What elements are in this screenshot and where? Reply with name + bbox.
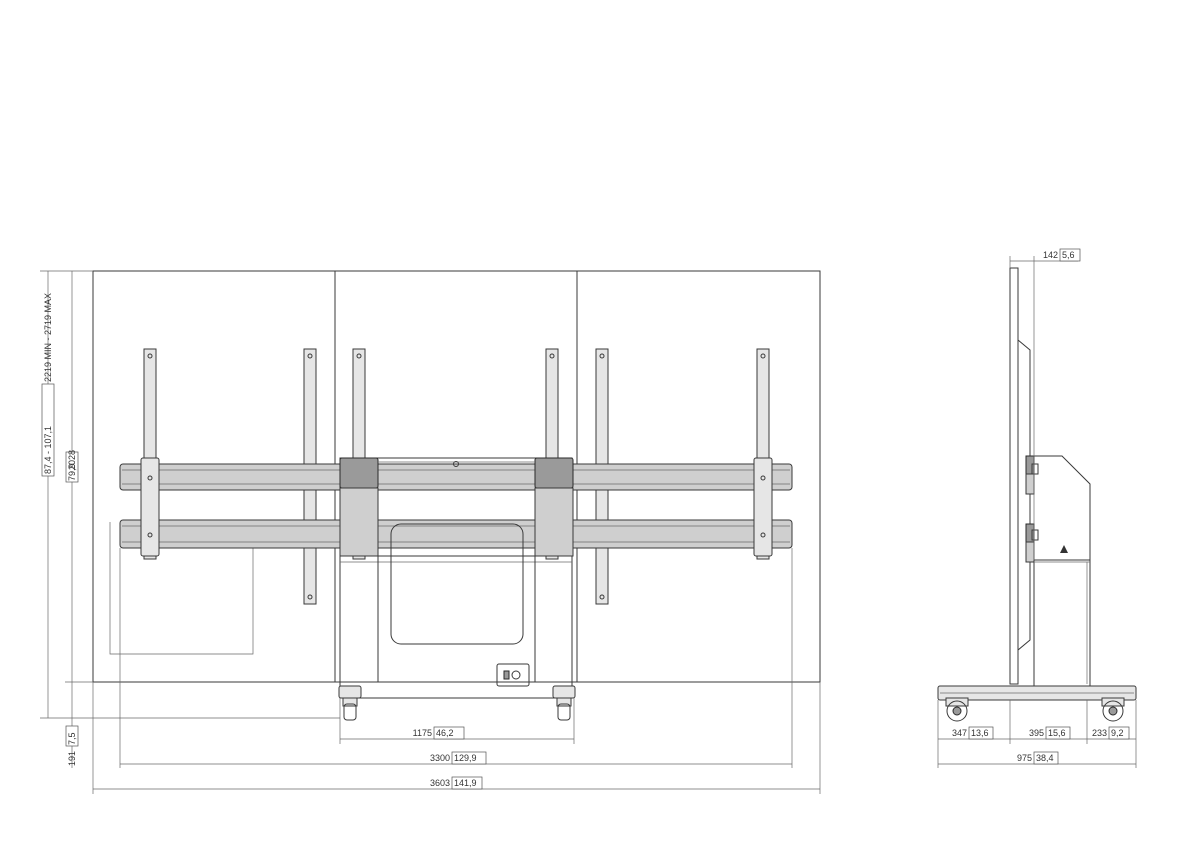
hidden-frame (109, 522, 254, 655)
power-socket-panel (496, 663, 530, 687)
back-cover (390, 523, 524, 645)
dim-base-depth-metric: 975 (1017, 753, 1032, 763)
side-view (937, 267, 1137, 722)
dim-height-range-metric: 2219 MIN - 2719 MAX (43, 293, 53, 382)
dim-base-mid-metric: 395 (1029, 728, 1044, 738)
dim-total-width-imperial: 141,9 (454, 778, 477, 788)
dim-side-offset-metric: 142 (1043, 250, 1058, 260)
dim-column-width-imperial: 46,2 (436, 728, 454, 738)
warning-triangle-icon (1060, 545, 1068, 553)
front-dimensions: 87,4 - 107,1 2219 MIN - 2719 MAX 79,9 20… (40, 270, 821, 794)
dim-base-mid-imperial: 15,6 (1048, 728, 1066, 738)
dim-column-width-metric: 1175 (413, 728, 432, 738)
dim-base-rear-metric: 233 (1092, 728, 1107, 738)
front-view (92, 270, 821, 721)
dim-base-depth-imperial: 38,4 (1036, 753, 1054, 763)
dim-base-rear-imperial: 9,2 (1111, 728, 1124, 738)
dim-side-offset-imperial: 5,6 (1062, 250, 1075, 260)
dim-base-front-metric: 347 (952, 728, 967, 738)
horizontal-rails (119, 457, 793, 557)
side-column (1033, 559, 1091, 687)
dim-clearance-metric: 191 (67, 751, 77, 766)
side-mount-plate (1017, 338, 1031, 652)
dim-total-width-metric: 3603 (430, 778, 450, 788)
power-socket-icon (511, 670, 521, 680)
side-casters (945, 697, 1125, 722)
dim-height-range-imperial: 87,4 - 107,1 (43, 426, 53, 474)
central-column (339, 457, 574, 699)
dim-rail-width-metric: 3300 (430, 753, 450, 763)
front-casters (338, 685, 576, 721)
side-screen (1009, 267, 1019, 685)
side-column-head (1029, 455, 1091, 561)
dim-screen-height-metric: 2028 (67, 450, 77, 470)
dim-base-front-imperial: 13,6 (971, 728, 989, 738)
side-dimensions: 142 5,6 347 13,6 395 15,6 233 9,2 975 38… (937, 248, 1137, 768)
dim-screen-height-imperial: 79,9 (67, 463, 77, 481)
dim-rail-width-imperial: 129,9 (454, 753, 477, 763)
dim-clearance-imperial: 7,5 (67, 732, 77, 745)
